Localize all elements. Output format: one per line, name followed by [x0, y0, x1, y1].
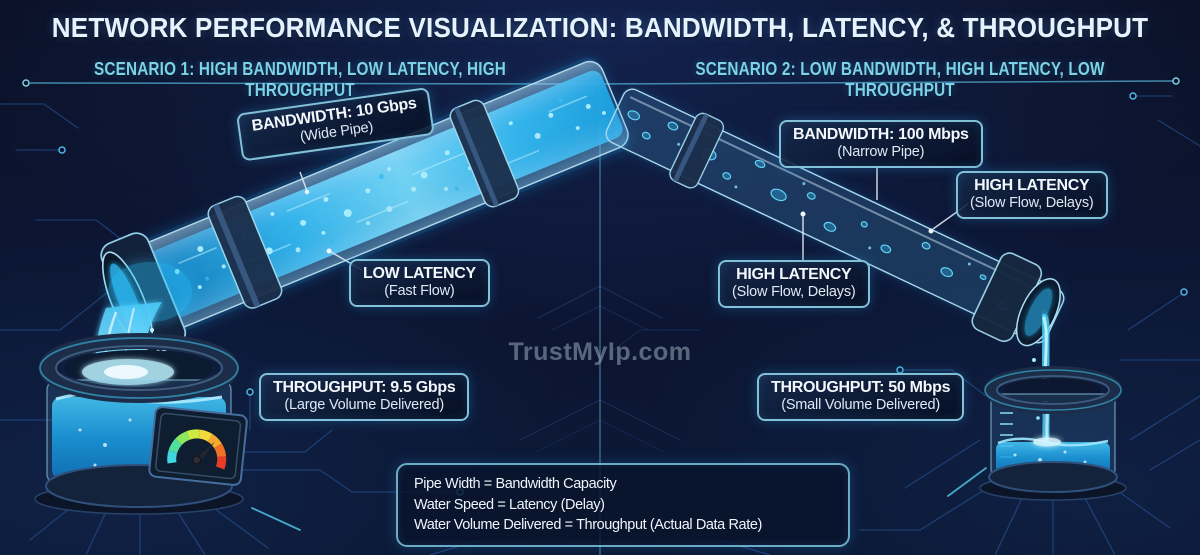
scenario1-header: SCENARIO 1: HIGH BANDWIDTH, LOW LATENCY,…	[94, 59, 506, 100]
s2-throughput-subtitle: (Small Volume Delivered)	[781, 397, 940, 413]
callout-leader-dots	[304, 189, 934, 254]
wide-pipe	[100, 57, 630, 357]
page-title: NETWORK PERFORMANCE VISUALIZATION: BANDW…	[51, 12, 1149, 43]
legend-line-latency: Water Speed = Latency (Delay)	[414, 496, 605, 513]
s2-bandwidth-subtitle: (Narrow Pipe)	[837, 144, 925, 160]
s2-throughput-value: THROUGHPUT: 50 Mbps	[771, 379, 951, 396]
s1-bandwidth-leader	[299, 171, 308, 192]
legend-box: Pipe Width = Bandwidth Capacity Water Sp…	[396, 463, 850, 547]
s2-latency-upper-value: HIGH LATENCY	[974, 177, 1090, 194]
s1-throughput-subtitle: (Large Volume Delivered)	[284, 397, 445, 413]
s2-throughput-label: THROUGHPUT: 50 Mbps (Small Volume Delive…	[757, 373, 965, 421]
watermark: TrustMyIp.com	[509, 338, 692, 366]
throughput-gauge	[148, 406, 248, 486]
s2-bandwidth-label: BANDWIDTH: 100 Mbps (Narrow Pipe)	[779, 120, 983, 168]
left-bucket	[34, 333, 248, 515]
header-underline-scenario1	[22, 79, 601, 87]
narrow-pipe	[603, 86, 1067, 347]
legend-line-throughput: Water Volume Delivered = Throughput (Act…	[414, 517, 762, 534]
circuit-accents	[251, 467, 987, 531]
s1-latency-label: LOW LATENCY (Fast Flow)	[349, 259, 490, 307]
s2-latency-upper-label: HIGH LATENCY (Slow Flow, Delays)	[956, 171, 1108, 219]
s2-bandwidth-value: BANDWIDTH: 100 Mbps	[793, 126, 969, 143]
header-underline-scenario2	[599, 77, 1180, 85]
legend-line-bandwidth: Pipe Width = Bandwidth Capacity	[414, 476, 617, 492]
s1-throughput-value: THROUGHPUT: 9.5 Gbps	[273, 379, 456, 396]
s1-throughput-label: THROUGHPUT: 9.5 Gbps (Large Volume Deliv…	[259, 373, 470, 421]
s1-latency-value: LOW LATENCY	[363, 265, 476, 282]
s1-latency-subtitle: (Fast Flow)	[384, 283, 455, 299]
s2-latency-lower-label: HIGH LATENCY (Slow Flow, Delays)	[718, 260, 870, 308]
s2-latency-upper-subtitle: (Slow Flow, Delays)	[970, 195, 1094, 211]
scenario2-header: SCENARIO 2: LOW BANDWIDTH, HIGH LATENCY,…	[695, 59, 1105, 100]
s2-latency-lower-subtitle: (Slow Flow, Delays)	[732, 284, 856, 300]
right-bucket	[979, 366, 1127, 501]
s2-latency-lower-value: HIGH LATENCY	[736, 266, 852, 283]
